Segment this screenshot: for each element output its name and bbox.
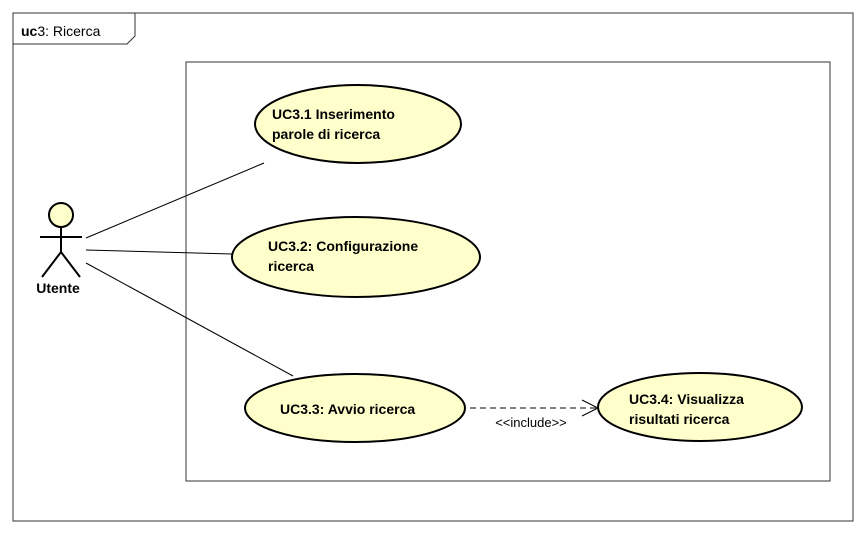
use-case-label-line1: UC3.2: Configurazione [268, 238, 418, 254]
frame-label: uc3: Ricerca [21, 23, 101, 39]
use-case-label-line1: UC3.1 Inserimento [272, 106, 395, 122]
frame-keyword: uc [21, 23, 38, 39]
use-case-shape [231, 216, 481, 298]
use-case-uc34[interactable]: UC3.4: Visualizza risultati ricerca [597, 372, 803, 442]
use-case-label-line2: parole di ricerca [272, 126, 380, 142]
include-stereotype: <<include>> [495, 415, 567, 430]
actor-utente[interactable]: Utente [36, 202, 82, 296]
actor-left-leg [41, 251, 62, 278]
frame-name: 3: Ricerca [37, 23, 100, 39]
association-uc33 [85, 262, 294, 377]
actor-name: Utente [36, 280, 80, 296]
association-uc31 [85, 162, 265, 239]
use-case-uc33[interactable]: UC3.3: Avvio ricerca [244, 373, 466, 443]
use-case-label-line1: UC3.4: Visualizza [629, 391, 744, 407]
use-case-label-line2: ricerca [268, 258, 314, 274]
use-case-shape [244, 373, 466, 443]
frame-tab [12, 12, 136, 45]
use-case-shape [597, 372, 803, 442]
actor-head [48, 202, 74, 228]
use-case-label-line1: UC3.3: Avvio ricerca [280, 401, 415, 417]
association-uc32 [85, 249, 233, 255]
actor-right-leg [60, 251, 81, 278]
use-case-shape [254, 84, 462, 164]
use-case-uc32[interactable]: UC3.2: Configurazione ricerca [231, 216, 481, 298]
use-case-uc31[interactable]: UC3.1 Inserimento parole di ricerca [254, 84, 462, 164]
use-case-label-line2: risultati ricerca [629, 411, 730, 427]
